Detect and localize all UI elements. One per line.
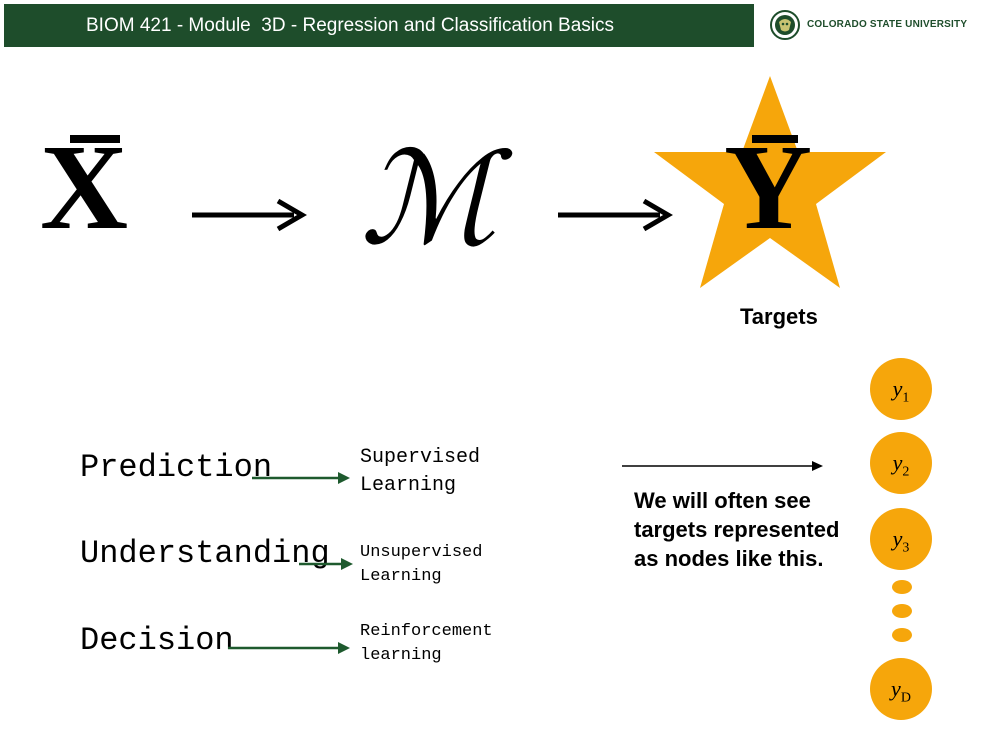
slide-title: BIOM 421 - Module 3D - Regression and Cl… (86, 15, 615, 36)
goal-prediction: Prediction (80, 449, 273, 486)
node-var: y (892, 526, 903, 551)
node-sub: 1 (902, 390, 910, 406)
goal-decision: Decision (80, 622, 234, 659)
type-line2: Learning (360, 474, 457, 497)
type-line1: Unsupervised (360, 543, 483, 562)
node-sub: 3 (902, 540, 910, 556)
target-node: y1 (870, 358, 932, 420)
node-var: y (892, 450, 903, 475)
node-sub: D (900, 690, 911, 706)
node-var: y (891, 676, 901, 701)
type-reinforcement: Reinforcement learning (360, 620, 493, 668)
model-symbol: ℳ (360, 129, 497, 271)
csu-seal-icon (770, 10, 800, 40)
university-name: COLORADO STATE UNIVERSITY (807, 19, 968, 30)
type-supervised: Supervised Learning (360, 444, 480, 500)
output-symbol: Y (724, 118, 812, 258)
goal-understanding: Understanding (80, 535, 330, 572)
arrow-right-icon (228, 642, 350, 654)
target-node: y2 (870, 432, 932, 494)
arrow-right-icon (558, 198, 673, 232)
header-bar: BIOM 421 - Module 3D - Regression and Cl… (4, 4, 754, 47)
type-line1: Supervised (360, 446, 481, 469)
star-icon (654, 76, 886, 288)
target-node: y3 (870, 508, 932, 570)
target-node: yD (870, 658, 932, 720)
ellipsis-dot (892, 580, 912, 594)
ellipsis-dot (892, 628, 912, 642)
type-line1: Reinforcement (360, 622, 493, 641)
input-symbol: X (40, 118, 128, 258)
overbar (752, 135, 798, 143)
node-sub: 2 (902, 464, 910, 480)
arrow-right-icon (252, 472, 350, 484)
ellipsis-dot (892, 604, 912, 618)
note-text: We will often see targets represented as… (634, 488, 840, 571)
type-unsupervised: Unsupervised Learning (360, 541, 482, 589)
node-var: y (892, 376, 903, 401)
arrow-right-icon (622, 461, 823, 471)
targets-label: Targets (740, 304, 818, 329)
type-line2: learning (360, 646, 442, 665)
overbar (70, 135, 120, 143)
arrow-right-icon (299, 558, 353, 570)
arrow-right-icon (192, 198, 307, 232)
type-line2: Learning (360, 567, 442, 586)
